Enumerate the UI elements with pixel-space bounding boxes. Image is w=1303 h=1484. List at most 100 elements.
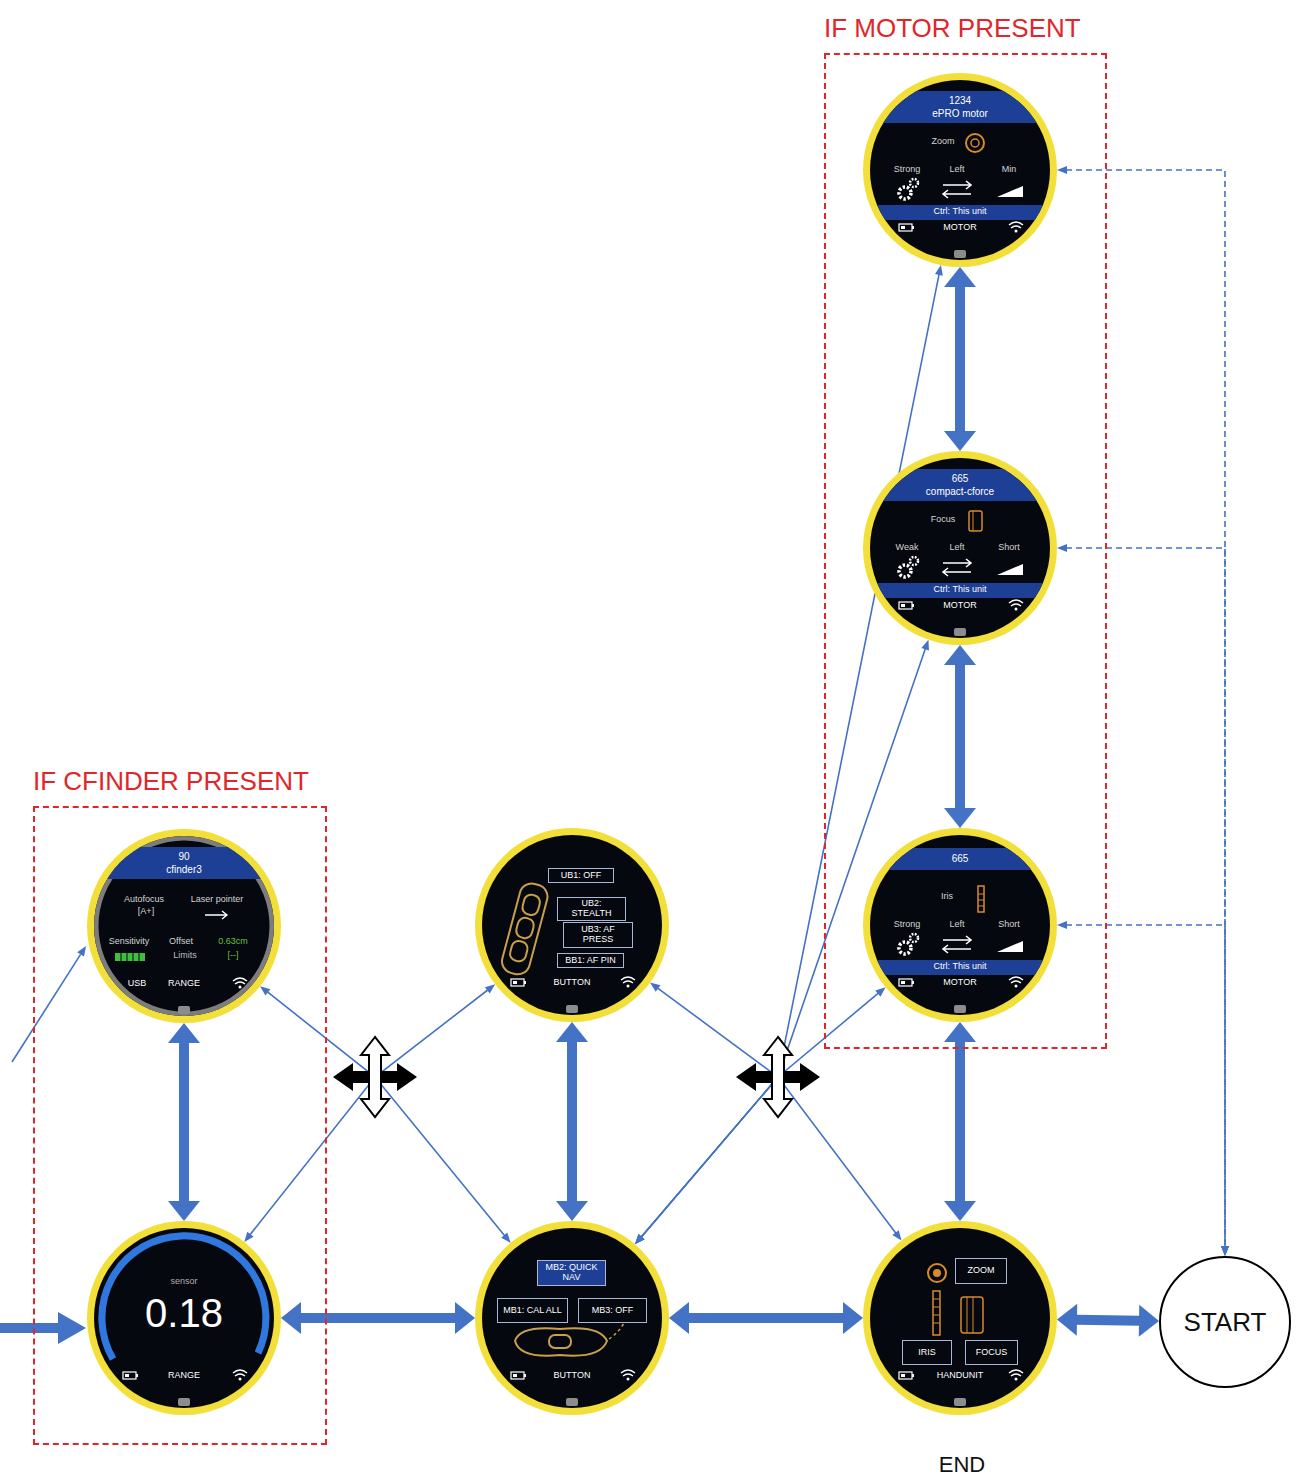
flow-connector [650,983,901,1241]
screen-circle: HANDUNIT ZOOM IRIS FOCUS [863,1221,1057,1415]
screen-text: Ctrl: This unit [934,207,987,217]
arrow-head [1057,544,1067,552]
arrow-head [485,984,495,993]
arrow-head [281,1302,301,1334]
arrow-head [875,987,885,996]
arrow-head [944,808,976,828]
menu-box: ZOOM [955,1258,1007,1284]
connector-line [1066,925,1225,1247]
screen-text: compact-cforce [926,486,994,497]
flow-connector [244,984,495,1242]
arrow-head [1057,921,1067,929]
arrow-head [843,1302,863,1334]
connector-line [955,1041,965,1202]
screen-text: Ctrl: This unit [934,962,987,972]
flow-connector [556,1022,588,1221]
menu-box: MB2: QUICK NAV [537,1260,606,1286]
end-label: END [939,1452,985,1478]
screen-text: BUTTON [554,1371,591,1381]
connector-line [955,664,965,809]
menu-text: ZOOM [968,1266,995,1276]
arrow-head [669,1302,689,1334]
screen-text: BUTTON [554,978,591,988]
navigation-symbol [333,1037,417,1117]
screen-text: MOTOR [943,601,976,611]
screen-text: Zoom [931,137,954,147]
arrow-head [1057,166,1067,174]
flow-connector [281,1302,475,1334]
connector-line [267,992,505,1236]
arrow-head [935,265,943,276]
flow-connector [635,987,886,1244]
menu-box: MB1: CAL ALL [497,1298,568,1323]
menu-box: MB3: OFF [578,1298,647,1323]
screen-text: Limits [173,951,197,961]
arrow-head [944,431,976,451]
connector-line [250,990,488,1235]
flow-connector [944,645,976,828]
flow-connector [944,1022,976,1221]
arrow-head [1139,1305,1159,1337]
screen-graphics [94,836,274,1016]
screen-circle: BUTTON MB2: QUICK NAV MB1: CAL ALL MB3: OFF [475,1221,669,1415]
connector-line [567,1041,577,1202]
screen-text: [--] [228,951,239,961]
entry-arrow [0,1312,86,1344]
navigation-symbol [736,1037,820,1117]
screen-text: Laser pointer [191,895,244,905]
connector-line [641,274,939,1237]
start-circle: START [1159,1256,1291,1388]
menu-text: MB1: CAL ALL [503,1306,562,1316]
arrow-head [501,1233,510,1243]
condition-region: IF CFINDER PRESENT90cfinder3Autofocus[A+… [35,808,325,1443]
screen-text: Focus [931,515,956,525]
screen-text: MOTOR [943,978,976,988]
arrow-head [260,986,270,995]
menu-box: UB3: AF PRESS [563,922,633,948]
screen-circle: 665IrisStrongLeftShortCtrl: This unitMOT… [863,828,1057,1022]
screen-text: Sensitivity [109,937,150,947]
region-heading: IF MOTOR PRESENT [824,13,1081,44]
screen-text: Iris [941,892,953,902]
screen-text: Autofocus [124,895,164,905]
menu-box: IRIS [902,1340,952,1365]
menu-text: BB1: AF PIN [565,956,616,966]
arrow-head [556,1201,588,1221]
screen-text: Strong [894,920,921,930]
flow-connector [260,986,511,1243]
screen-text: Short [998,543,1020,553]
screen-text: HANDUNIT [937,1371,984,1381]
menu-text: MB2: QUICK NAV [541,1263,602,1283]
screen-text: sensor [170,1277,197,1287]
arrow-head [1221,1246,1229,1256]
menu-text: FOCUS [976,1348,1008,1358]
arrow-head [168,1023,200,1043]
arrow-head [635,1234,645,1244]
connector-line [179,1042,189,1202]
screen-text: ePRO motor [932,108,988,119]
arrow-head [921,640,929,651]
region-heading: IF CFINDER PRESENT [33,766,309,797]
arrow-head [650,983,660,992]
menu-box: UB1: OFF [548,868,614,883]
screen-text: USB [128,979,147,989]
screen-graphics [870,1228,1050,1408]
screen-circle: 90cfinder3Autofocus[A+]Laser pointerSens… [87,829,281,1023]
flow-connector [1057,166,1229,1256]
arrow-head [944,267,976,287]
screen-face [870,1228,1050,1408]
condition-region: IF MOTOR PRESENT1234ePRO motorZoomStrong… [826,55,1105,1047]
arrow-head [944,1201,976,1221]
screen-circle: 665compact-cforceFocusWeakLeftShortCtrl:… [863,451,1057,645]
screen-text: Short [998,920,1020,930]
connector-line [688,1313,844,1323]
flow-connector [1057,1304,1159,1337]
screen-text: cfinder3 [166,864,202,875]
arrow-head [556,1022,588,1042]
screen-text: RANGE [168,1371,200,1381]
connector-line [1066,548,1225,1247]
screen-text: 1234 [949,95,971,106]
arrow-head [1221,1246,1229,1256]
screen-text: Left [949,165,964,175]
